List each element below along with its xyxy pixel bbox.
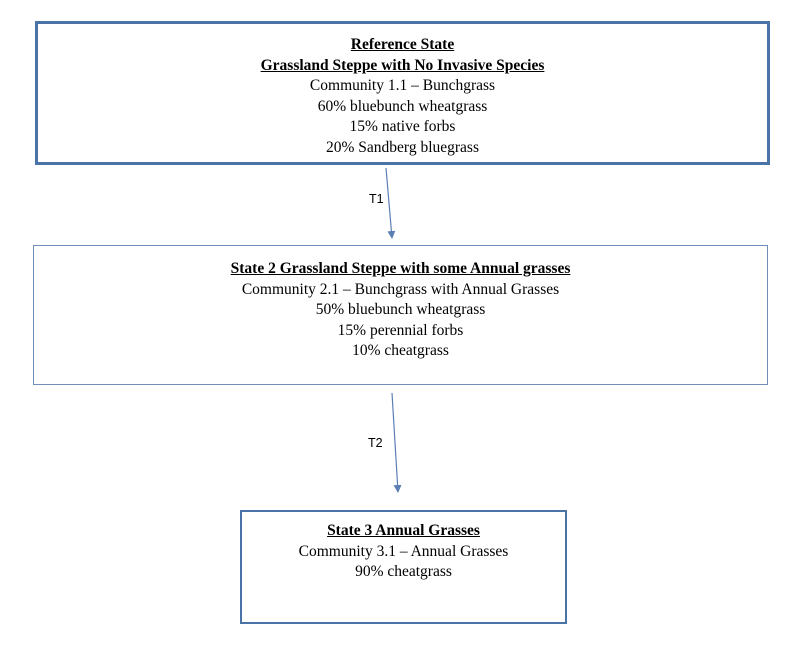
composition-line: 60% bluebunch wheatgrass: [317, 97, 488, 115]
reference-state-box: Reference State Grassland Steppe with No…: [35, 21, 770, 165]
composition-line: 90% cheatgrass: [355, 563, 452, 580]
transition-label-t2: T2: [368, 436, 383, 450]
composition-line: 20% Sandberg bluegrass: [326, 138, 479, 156]
community-label: Community 3.1 – Annual Grasses: [298, 542, 509, 560]
transition-arrow-t2: [391, 392, 402, 493]
community-label: Community 1.1 – Bunchgrass: [309, 77, 496, 94]
community-label: Community 2.1 – Bunchgrass with Annual G…: [241, 280, 560, 298]
composition-line: 15% native forbs: [349, 118, 456, 135]
transition-arrow-t1: [385, 167, 396, 239]
composition-line: 50% bluebunch wheatgrass: [315, 301, 486, 318]
state-3-box: State 3 Annual Grasses Community 3.1 – A…: [240, 510, 567, 624]
composition-line: 15% perennial forbs: [337, 321, 464, 339]
state-title: State 2 Grassland Steppe with some Annua…: [230, 260, 571, 277]
composition-line: 10% cheatgrass: [352, 342, 449, 359]
state-subtitle: Grassland Steppe with No Invasive Specie…: [260, 56, 545, 74]
transition-label-t1: T1: [369, 192, 384, 206]
state-2-box: State 2 Grassland Steppe with some Annua…: [33, 245, 768, 385]
state-title: Reference State: [350, 36, 455, 53]
state-title: State 3 Annual Grasses: [327, 522, 480, 539]
